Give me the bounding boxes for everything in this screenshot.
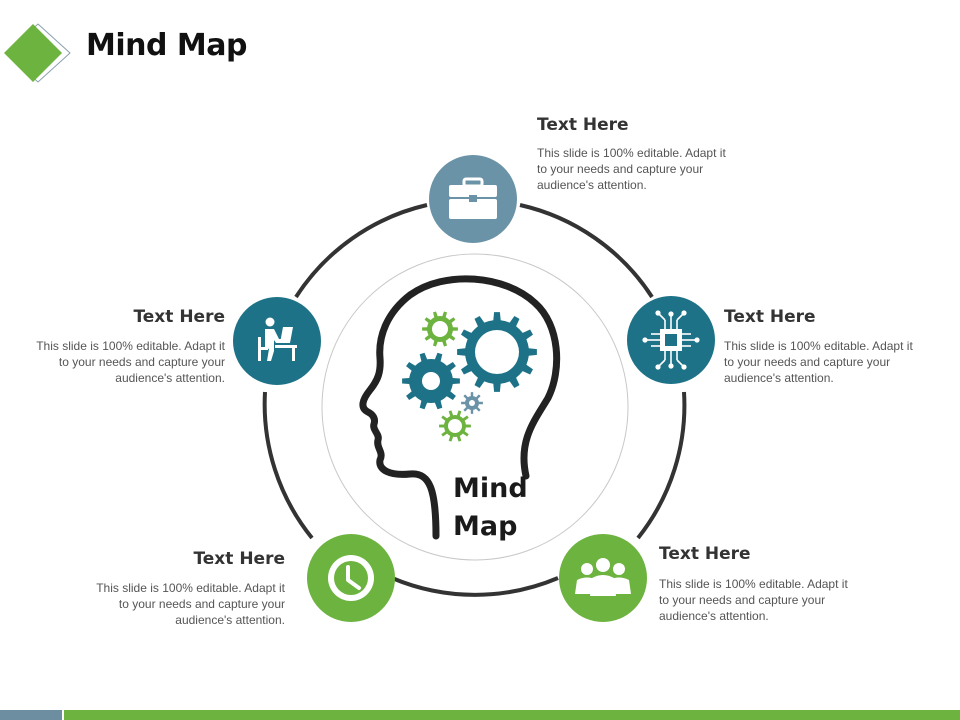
tiny-gear-icon xyxy=(461,392,483,414)
node-bottom-right-label: Text Here xyxy=(659,544,751,564)
node-left-label: Text Here xyxy=(133,307,225,327)
center-label-line1: Mind xyxy=(453,473,528,504)
inner-ring xyxy=(321,253,629,561)
outer-ring xyxy=(262,203,687,597)
node-circle-right xyxy=(627,296,715,384)
large-gear-icon xyxy=(457,312,537,392)
small-green-gear-top-icon xyxy=(422,311,458,347)
node-bottom-left-label: Text Here xyxy=(193,549,285,569)
medium-gear-icon xyxy=(402,352,460,410)
head-silhouette xyxy=(359,275,561,540)
center-label: Mind Map xyxy=(453,470,528,546)
node-circle-left xyxy=(233,297,321,385)
node-right-text: This slide is 100% editable. Adapt it to… xyxy=(724,339,913,385)
footer-bar-green xyxy=(64,710,960,720)
node-circle-bottom-left xyxy=(307,534,395,622)
node-top-text: This slide is 100% editable. Adapt it to… xyxy=(537,146,726,192)
footer-bar-blue xyxy=(0,710,62,720)
node-circle-top xyxy=(429,155,517,243)
node-top-label: Text Here xyxy=(537,115,629,135)
footer-bar xyxy=(0,710,960,720)
page-title: Mind Map xyxy=(86,28,248,63)
small-green-gear-bottom-icon xyxy=(439,410,471,442)
node-bottom-right-text: This slide is 100% editable. Adapt it to… xyxy=(659,577,848,623)
node-right-label: Text Here xyxy=(724,307,816,327)
node-bottom-left-text: This slide is 100% editable. Adapt it to… xyxy=(96,581,285,627)
center-label-line2: Map xyxy=(453,511,518,542)
gears xyxy=(402,311,537,442)
logo-diamond-icon xyxy=(4,23,71,83)
node-circle-bottom-right xyxy=(559,534,647,622)
node-left-text: This slide is 100% editable. Adapt it to… xyxy=(36,339,225,385)
